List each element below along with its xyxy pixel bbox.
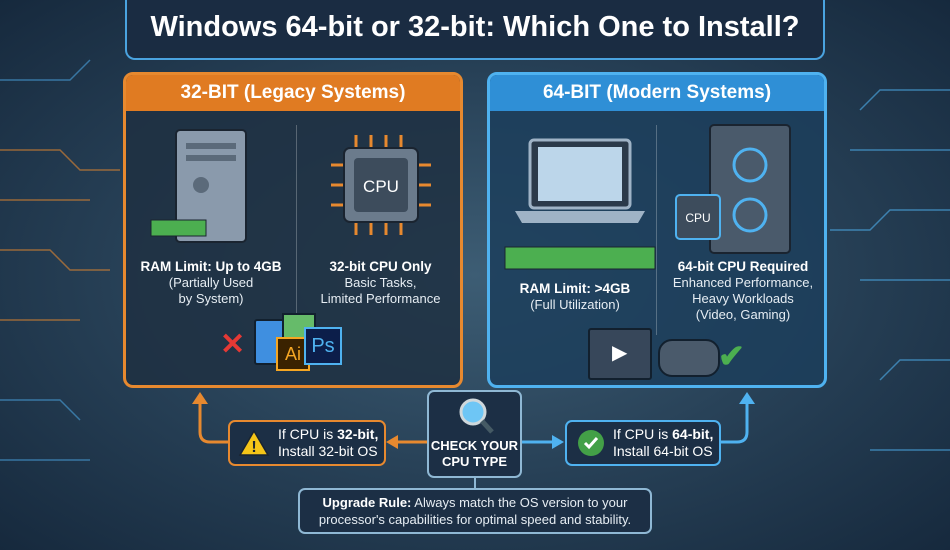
page-title: Windows 64-bit or 32-bit: Which One to I… (125, 0, 825, 60)
svg-text:CPU: CPU (685, 211, 710, 225)
magnifier-icon (459, 398, 494, 434)
desktop-tower-icon (150, 129, 247, 243)
panel-64-bit: 64-BIT (Modern Systems) CPU RAM Limit: >… (487, 72, 827, 388)
circuit-decoration-left (0, 59, 120, 461)
panel-header-32-bit: 32-BIT (Legacy Systems) (126, 75, 460, 111)
check-circle-icon (578, 430, 604, 456)
svg-text:CPU: CPU (363, 177, 399, 196)
circuit-decoration-right (830, 89, 950, 451)
cpu-chip-icon: CPU (331, 135, 431, 235)
video-player-icon: ▶ (588, 328, 652, 380)
install-32-bit-note: ! If CPU is 32-bit,Install 32-bit OS (228, 420, 386, 466)
checkmark-icon: ✔ (718, 338, 745, 374)
photoshop-icon: Ps (304, 327, 342, 365)
warning-icon: ! (238, 429, 270, 456)
gamepad-icon (658, 339, 720, 377)
ram-limit-64-bit: RAM Limit: >4GB(Full Utilization) (519, 281, 631, 312)
app-icons-32-bit: ✕ Ai Ps (220, 313, 370, 373)
laptop-and-ram-icon (504, 138, 656, 270)
panel-header-64-bit: 64-BIT (Modern Systems) (490, 75, 824, 111)
panel-32-bit: 32-BIT (Legacy Systems) CPU RAM Limit: U… (123, 72, 463, 388)
install-64-bit-note: If CPU is 64-bit,Install 64-bit OS (565, 420, 721, 466)
svg-text:!: ! (251, 439, 256, 456)
x-mark-icon: ✕ (220, 328, 246, 361)
upgrade-rule-note: Upgrade Rule: Always match the OS versio… (298, 488, 652, 534)
gaming-pc-icon: CPU (675, 124, 791, 254)
